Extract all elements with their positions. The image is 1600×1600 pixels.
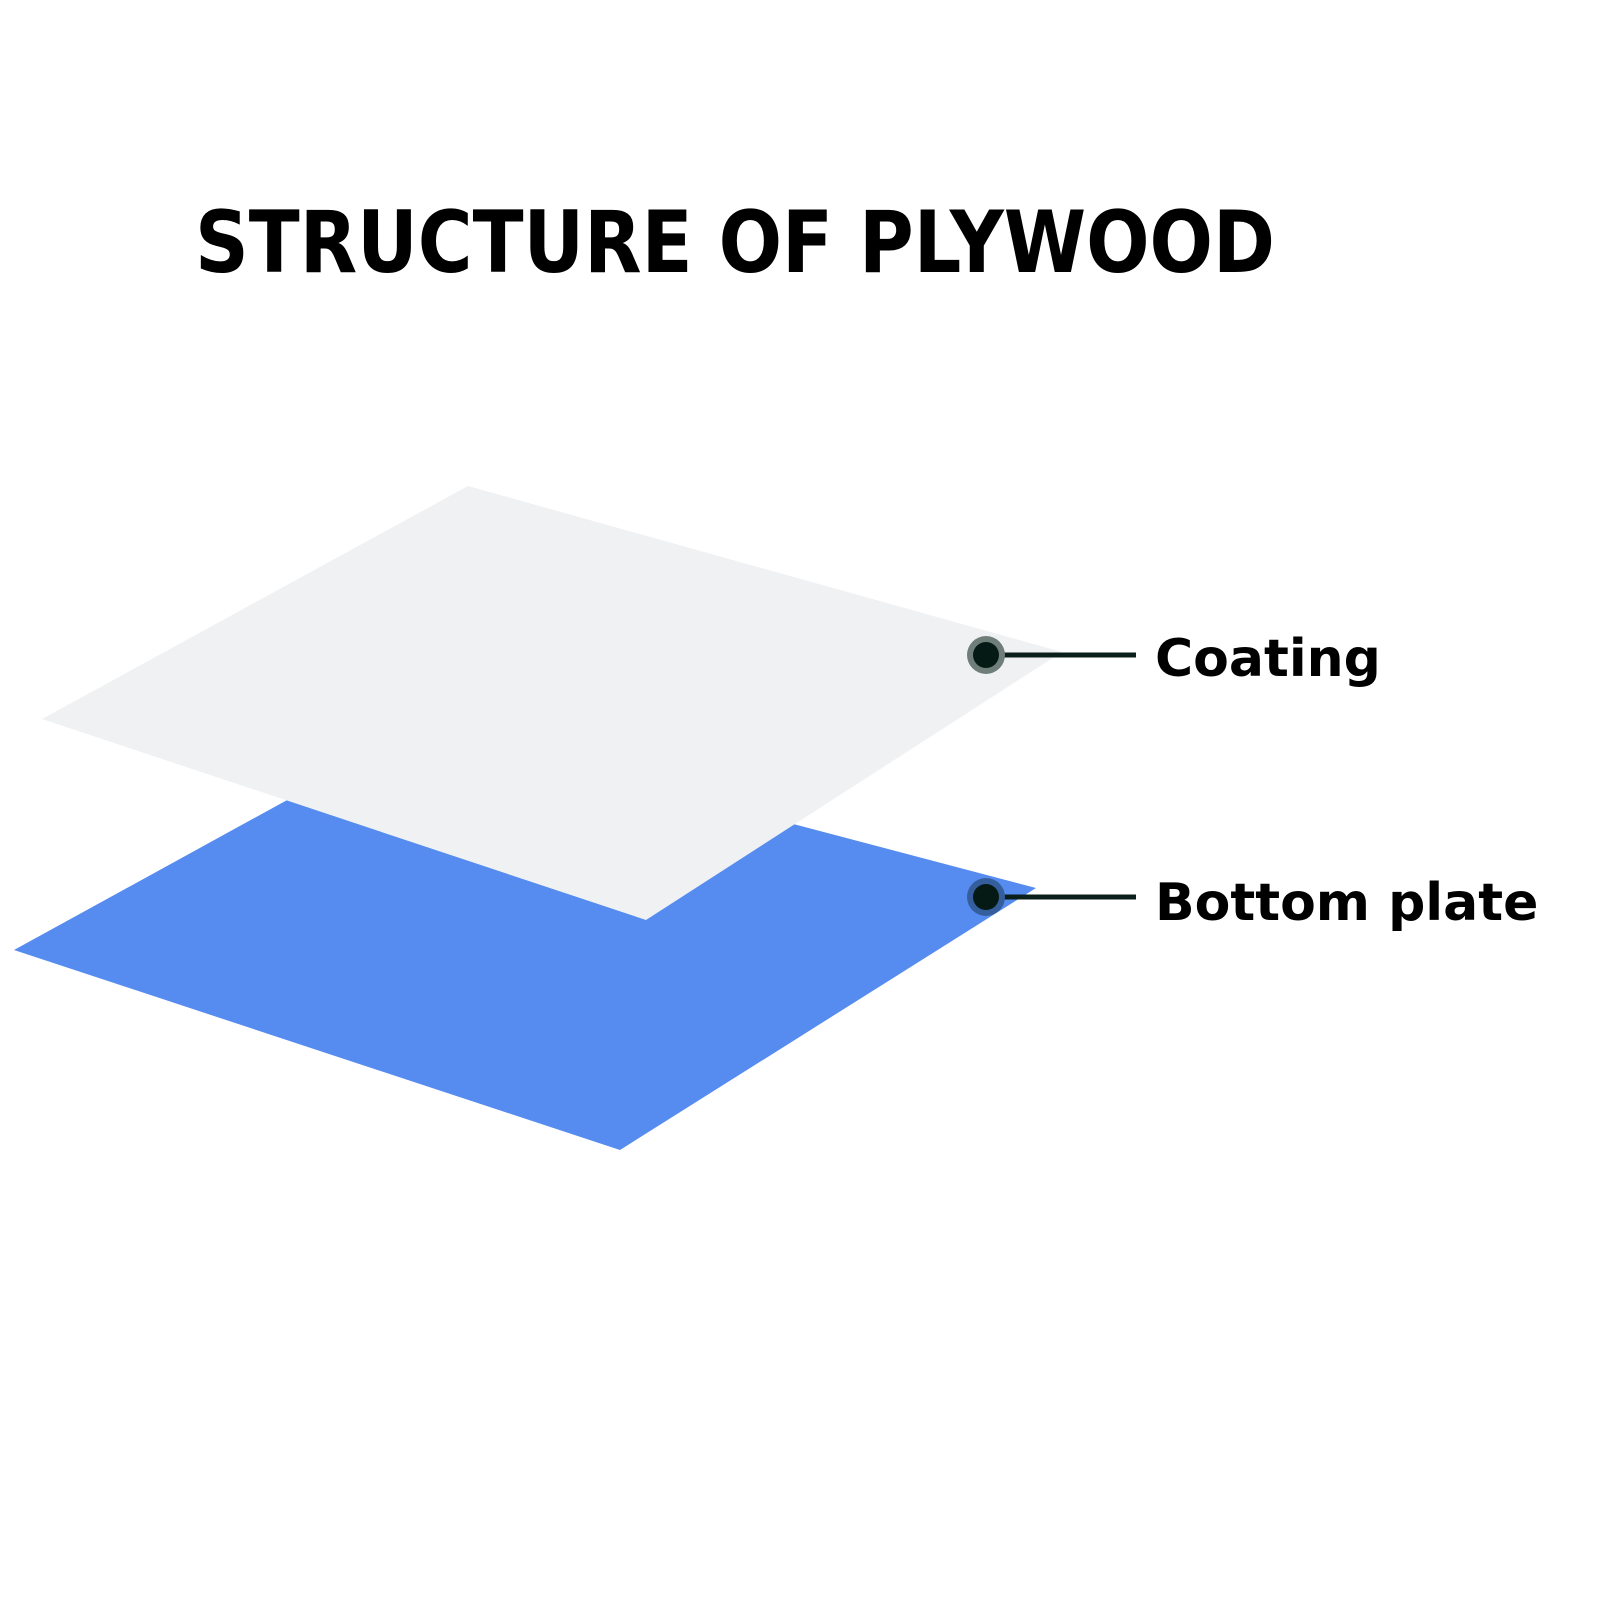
bottom-plate-callout: Bottom plate (967, 873, 1538, 933)
coating-label: Coating (1155, 629, 1381, 689)
coating-callout: Coating (967, 629, 1381, 689)
coating-layer (42, 486, 1062, 920)
bottom-plate-marker-dot (973, 884, 999, 910)
coating-marker-dot (973, 642, 999, 668)
bottom-plate-label: Bottom plate (1155, 873, 1538, 933)
page-title: STRUCTURE OF PLYWOOD (195, 193, 1275, 293)
